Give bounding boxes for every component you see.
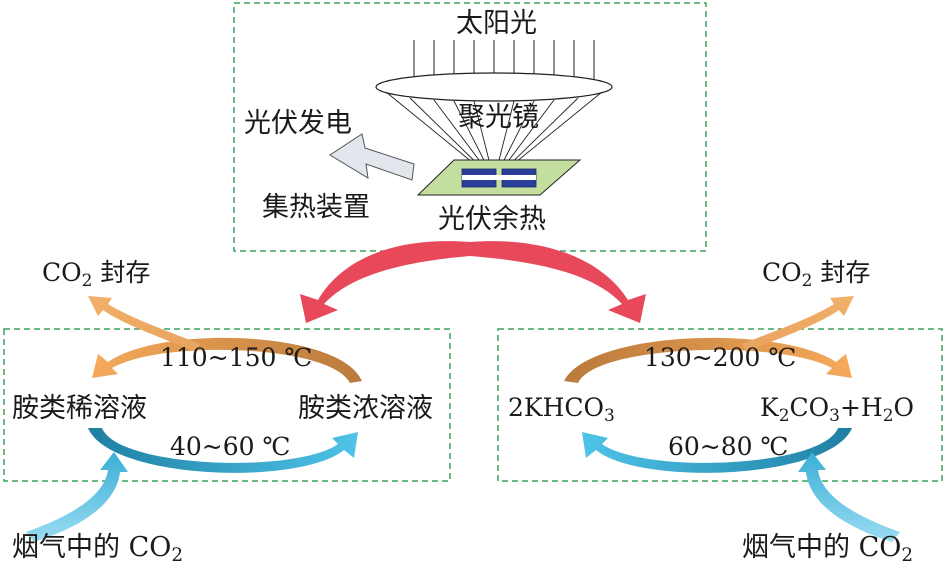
potassium-bicarbonate-label: 2KHCO3 bbox=[508, 393, 615, 426]
pv-power-label: 光伏发电 bbox=[244, 108, 352, 139]
amine-absorb-temp: 40~60 ℃ bbox=[170, 432, 291, 461]
potassium-regen-arc bbox=[564, 337, 852, 383]
heat-collector-label: 集热装置 bbox=[262, 192, 370, 223]
amine-co2-storage-label: CO2 封存 bbox=[42, 258, 151, 291]
potassium-regen-temp: 130~200 ℃ bbox=[644, 343, 797, 372]
potassium-box bbox=[497, 328, 943, 482]
amine-flue-arrow bbox=[26, 452, 128, 542]
pv-power-arrow bbox=[329, 133, 415, 181]
amine-storage-arrow bbox=[88, 296, 200, 352]
pv-cell-stripe bbox=[462, 175, 536, 180]
amine-absorb-arc bbox=[88, 428, 358, 473]
potassium-absorb-temp: 60~80 ℃ bbox=[668, 432, 789, 461]
sunlight-label: 太阳光 bbox=[456, 8, 537, 39]
amine-box bbox=[3, 328, 451, 482]
potassium-flue-arrow bbox=[798, 452, 900, 542]
potassium-co2-storage-label: CO2 封存 bbox=[762, 258, 871, 291]
lens-label: 聚光镜 bbox=[458, 102, 539, 133]
potassium-absorb-arc bbox=[582, 428, 852, 473]
amine-flue-gas-label: 烟气中的 CO2 bbox=[12, 532, 184, 567]
potassium-carbonate-label: K2CO3+H2O bbox=[760, 393, 915, 426]
main-arrow-left bbox=[300, 241, 470, 323]
amine-regen-arc bbox=[92, 337, 362, 383]
pv-waste-heat-label: 光伏余热 bbox=[438, 204, 546, 235]
lens-shape bbox=[375, 72, 613, 102]
amine-lean-solution: 胺类稀溶液 bbox=[12, 393, 147, 424]
amine-rich-solution: 胺类浓溶液 bbox=[298, 393, 433, 424]
potassium-flue-gas-label: 烟气中的 CO2 bbox=[742, 532, 914, 567]
main-arrow-right bbox=[470, 241, 646, 323]
potassium-storage-arrow bbox=[742, 296, 854, 352]
amine-regen-temp: 110~150 ℃ bbox=[160, 343, 313, 372]
